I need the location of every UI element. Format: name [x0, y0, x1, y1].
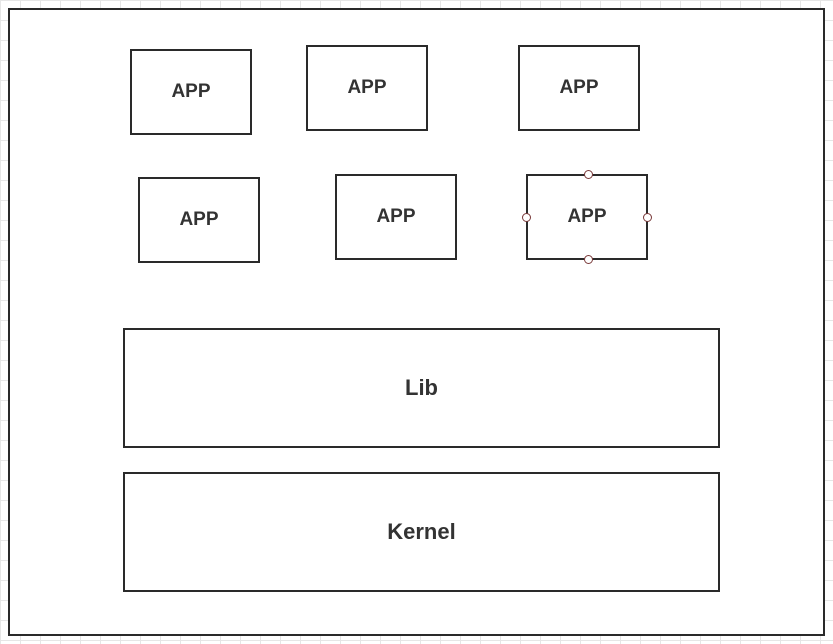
app-box-label: APP [559, 77, 599, 98]
app-box[interactable]: APP [335, 174, 457, 260]
app-box-label: APP [376, 206, 416, 227]
app-box[interactable]: APP [518, 45, 640, 131]
app-box[interactable]: APP [138, 177, 260, 263]
kernel-layer-label: Kernel [387, 519, 456, 544]
resize-handle-right[interactable] [643, 213, 652, 222]
lib-layer-label: Lib [405, 375, 438, 400]
app-box-label: APP [347, 77, 387, 98]
app-box-label: APP [567, 206, 607, 227]
app-box-label: APP [179, 209, 219, 230]
app-box[interactable]: APP [306, 45, 428, 131]
lib-layer-box[interactable]: Lib [123, 328, 720, 448]
resize-handle-bottom[interactable] [584, 255, 593, 264]
kernel-layer-box[interactable]: Kernel [123, 472, 720, 592]
app-box-label: APP [171, 81, 211, 102]
resize-handle-top[interactable] [584, 170, 593, 179]
app-box-selected[interactable]: APP [522, 170, 652, 264]
resize-handle-left[interactable] [522, 213, 531, 222]
app-box[interactable]: APP [130, 49, 252, 135]
